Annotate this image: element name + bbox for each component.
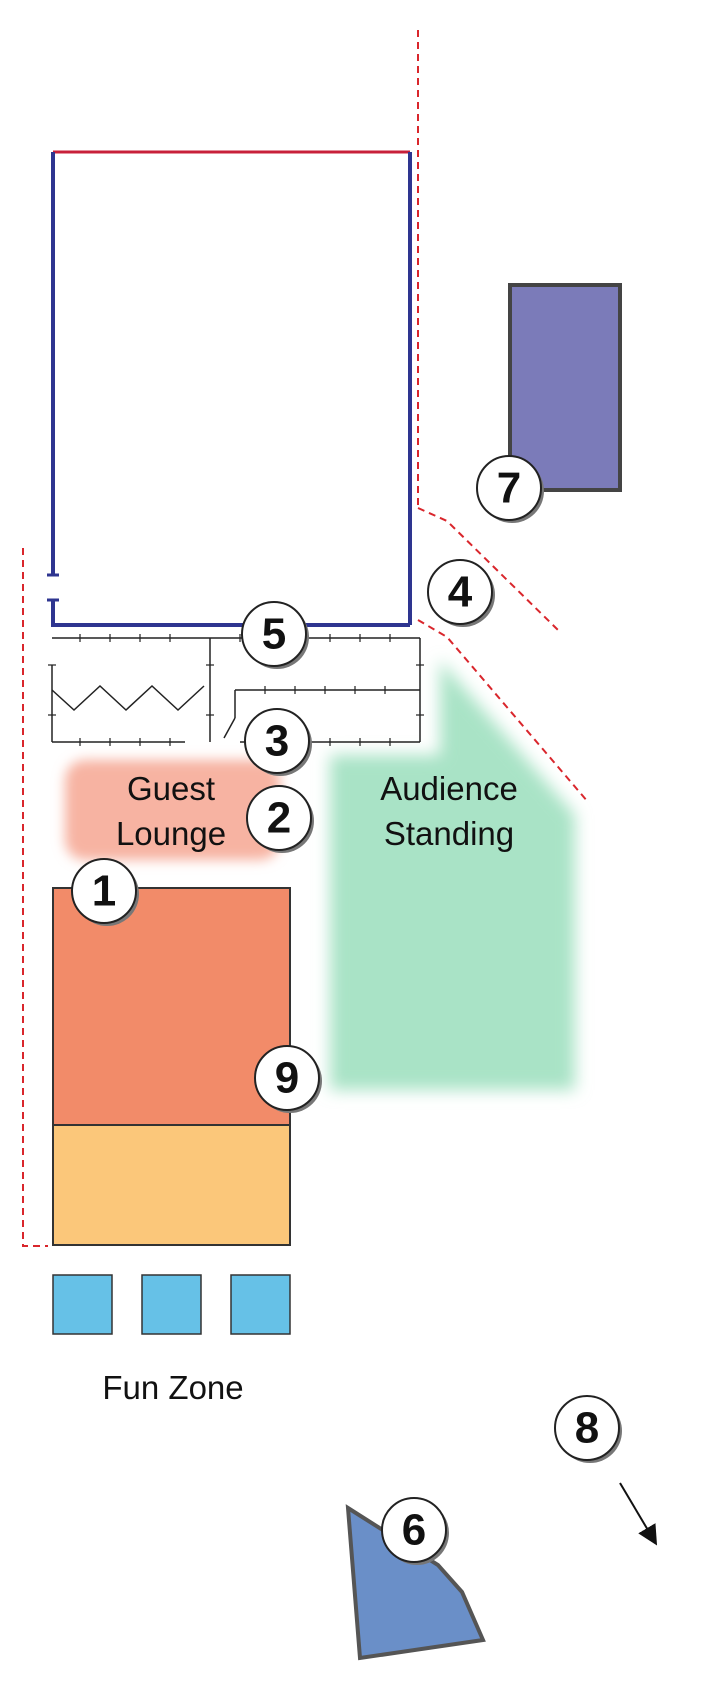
- marker-8-number: 8: [575, 1404, 599, 1453]
- marker-6-number: 6: [402, 1506, 426, 1555]
- marker-9-number: 9: [275, 1054, 299, 1103]
- fun-zone-booth-2: [141, 1274, 202, 1335]
- guest-lounge-label-line2: Lounge: [116, 815, 226, 852]
- direction-arrow: [619, 1482, 658, 1546]
- marker-7-number: 7: [497, 464, 521, 513]
- marker-2[interactable]: 2: [246, 785, 314, 853]
- marker-2-number: 2: [267, 794, 291, 843]
- tent-yellow: [52, 1124, 291, 1246]
- main-stage: [47, 150, 412, 627]
- marker-8[interactable]: 8: [554, 1395, 622, 1463]
- building-purple: [508, 283, 622, 492]
- marker-5-number: 5: [262, 610, 286, 659]
- marker-4-number: 4: [448, 568, 473, 617]
- fun-zone-booth-3: [230, 1274, 291, 1335]
- marker-5[interactable]: 5: [241, 601, 309, 669]
- fun-zone-label: Fun Zone: [102, 1369, 243, 1406]
- marker-9[interactable]: 9: [254, 1045, 322, 1113]
- marker-4[interactable]: 4: [427, 559, 495, 627]
- marker-3[interactable]: 3: [244, 708, 312, 776]
- marker-1-number: 1: [92, 867, 116, 916]
- audience-standing-label-line1: Audience: [380, 770, 518, 807]
- marker-3-number: 3: [265, 717, 289, 766]
- tent-orange: [52, 887, 291, 1126]
- barrier-fencing: [48, 634, 424, 746]
- fun-zone-booth-1: [52, 1274, 113, 1335]
- audience-standing-zone: [330, 660, 575, 1090]
- guest-lounge-zone: [65, 760, 280, 860]
- marker-1[interactable]: 1: [71, 858, 139, 926]
- marker-6[interactable]: 6: [381, 1497, 449, 1565]
- marker-7[interactable]: 7: [476, 455, 544, 523]
- guest-lounge-label-line1: Guest: [127, 770, 215, 807]
- audience-standing-label-line2: Standing: [384, 815, 514, 852]
- site-boundary: [22, 30, 589, 1247]
